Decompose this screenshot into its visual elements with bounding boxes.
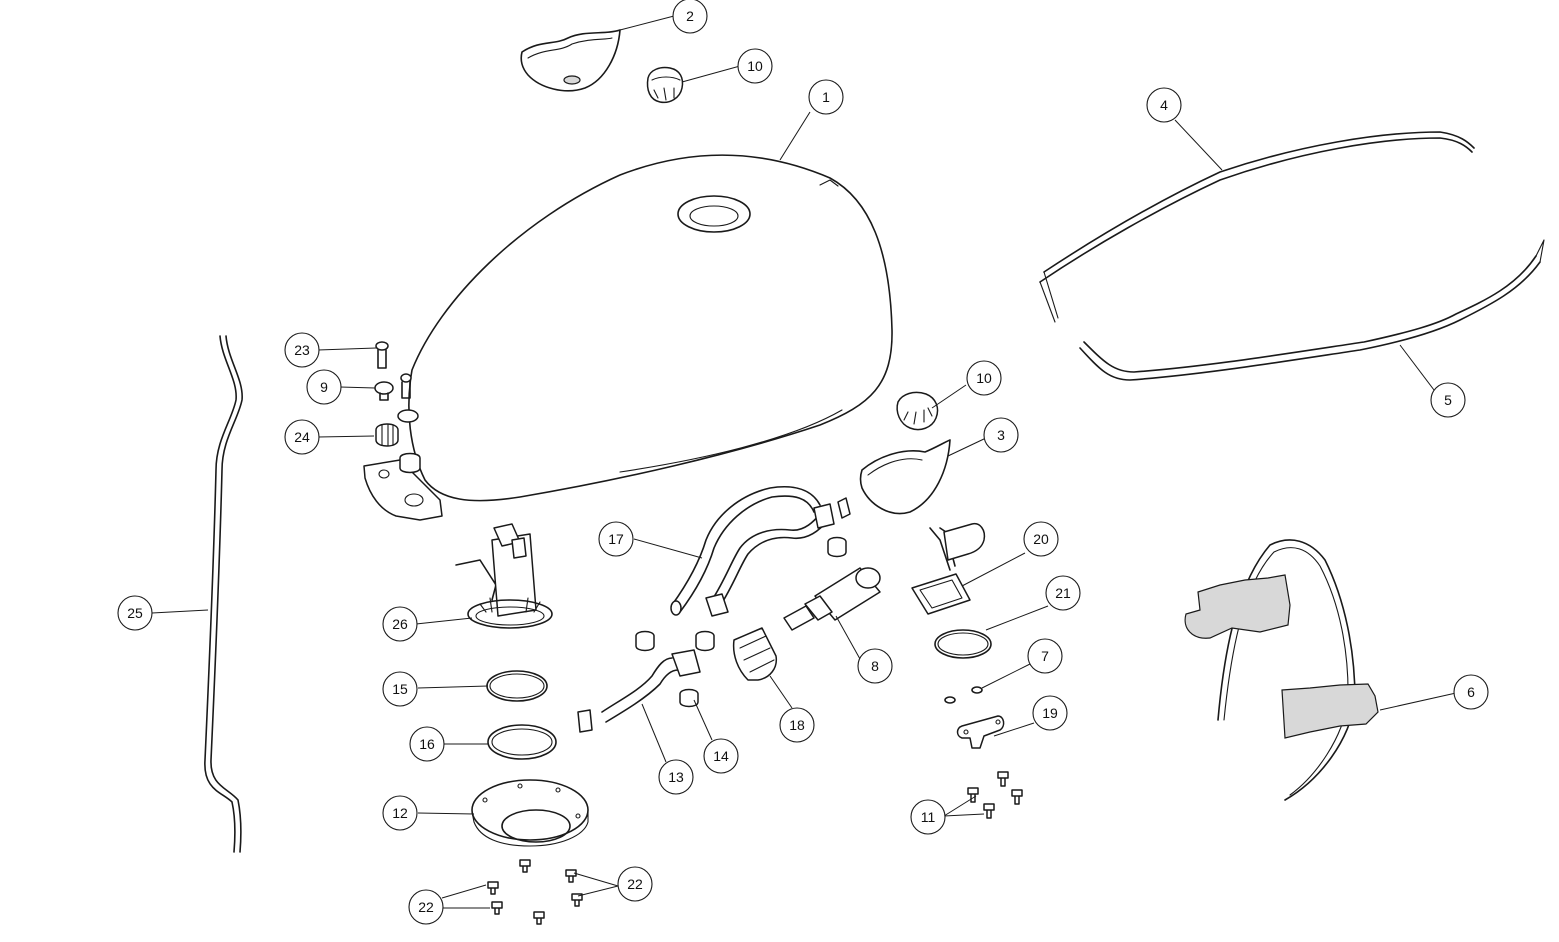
svg-text:5: 5 (1444, 392, 1452, 408)
washer-9 (374, 381, 394, 401)
svg-text:10: 10 (747, 58, 763, 74)
callout-23: 23 (284, 332, 320, 368)
o-ring-15 (486, 670, 548, 702)
callout-20: 20 (1023, 521, 1059, 557)
rubber-boot (732, 627, 778, 681)
callout-2: 2 (672, 0, 708, 34)
leader-lines (151, 15, 1457, 909)
o-ring-21 (934, 629, 992, 659)
svg-text:2: 2 (686, 8, 694, 24)
fuel-hose-17 (670, 486, 851, 617)
callout-3: 3 (983, 417, 1019, 453)
pump-mounting-plate (471, 779, 589, 847)
washers-7 (944, 686, 983, 704)
svg-text:11: 11 (921, 809, 936, 825)
svg-text:7: 7 (1041, 648, 1049, 664)
bolt-23 (375, 341, 389, 369)
svg-text:6: 6 (1467, 684, 1475, 700)
svg-text:22: 22 (627, 876, 643, 892)
svg-text:17: 17 (608, 531, 624, 547)
svg-text:14: 14 (713, 748, 729, 764)
svg-text:12: 12 (392, 805, 408, 821)
fuel-hose-13 (577, 630, 715, 733)
callout-6: 6 (1453, 674, 1489, 710)
fuel-filter (783, 567, 881, 631)
svg-text:23: 23 (294, 342, 310, 358)
callout-17: 17 (598, 521, 634, 557)
callout-11: 11 (910, 799, 946, 835)
callout-16: 16 (409, 726, 445, 762)
callout-26: 26 (382, 606, 418, 642)
grommet-24 (375, 423, 399, 447)
svg-text:13: 13 (668, 769, 684, 785)
callout-7: 7 (1027, 638, 1063, 674)
screws-22 (487, 859, 583, 925)
screws-11 (967, 771, 1023, 819)
svg-text:4: 4 (1160, 97, 1168, 113)
callout-22-left: 22 (408, 889, 444, 925)
callout-21: 21 (1045, 575, 1081, 611)
mounting-bracket (363, 452, 443, 521)
svg-text:3: 3 (997, 427, 1005, 443)
svg-text:25: 25 (127, 605, 143, 621)
rubber-grommet-mid (896, 391, 939, 431)
callout-19: 19 (1032, 695, 1068, 731)
svg-text:10: 10 (976, 370, 992, 386)
svg-text:24: 24 (294, 429, 310, 445)
callout-10-top: 10 (737, 48, 773, 84)
wiring-harness (1184, 539, 1379, 801)
svg-text:8: 8 (871, 658, 879, 674)
svg-text:26: 26 (392, 616, 408, 632)
svg-text:18: 18 (789, 717, 805, 733)
rubber-grommet-top (646, 66, 684, 104)
callout-24: 24 (284, 419, 320, 455)
callout-9: 9 (306, 369, 342, 405)
callout-10-mid: 10 (966, 360, 1002, 396)
callout-1: 1 (808, 79, 844, 115)
callout-18: 18 (779, 707, 815, 743)
callout-15: 15 (382, 671, 418, 707)
tank-cover-top (520, 29, 621, 92)
svg-text:19: 19 (1042, 705, 1058, 721)
callout-14: 14 (703, 738, 739, 774)
callout-8: 8 (857, 648, 893, 684)
vent-tube (204, 335, 243, 853)
callout-25: 25 (117, 595, 153, 631)
svg-text:15: 15 (392, 681, 408, 697)
svg-text:22: 22 (418, 899, 434, 915)
fuel-tank (408, 154, 893, 502)
callout-22-right: 22 (617, 866, 653, 902)
svg-text:9: 9 (320, 379, 328, 395)
bracket-19 (956, 715, 1005, 749)
trim-strip-lower (1079, 239, 1545, 381)
svg-text:21: 21 (1055, 585, 1071, 601)
svg-text:20: 20 (1033, 531, 1049, 547)
fuel-level-sender (911, 522, 986, 615)
o-ring-16 (487, 724, 557, 760)
callout-4: 4 (1146, 87, 1182, 123)
bolt-tank-mount (397, 373, 419, 423)
hose-clamp-14 (679, 688, 699, 708)
svg-text:1: 1 (822, 89, 830, 105)
callout-13: 13 (658, 759, 694, 795)
fuel-pump (455, 523, 553, 629)
trim-strip-upper (1039, 131, 1475, 323)
callout-12: 12 (382, 795, 418, 831)
tank-cover-side (859, 439, 951, 515)
callout-5: 5 (1430, 382, 1466, 418)
svg-text:16: 16 (419, 736, 435, 752)
